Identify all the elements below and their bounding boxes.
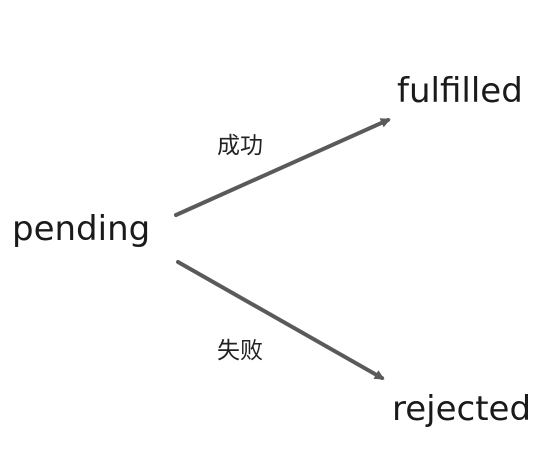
transition-label-success: 成功 (217, 133, 263, 159)
state-fulfilled: fulfilled (397, 71, 523, 111)
arrow-pending-to-rejected (176, 260, 385, 380)
transition-label-failure: 失败 (217, 338, 263, 364)
state-rejected: rejected (392, 389, 532, 429)
arrow-pending-to-fulfilled (174, 118, 391, 217)
state-pending: pending (12, 209, 151, 249)
